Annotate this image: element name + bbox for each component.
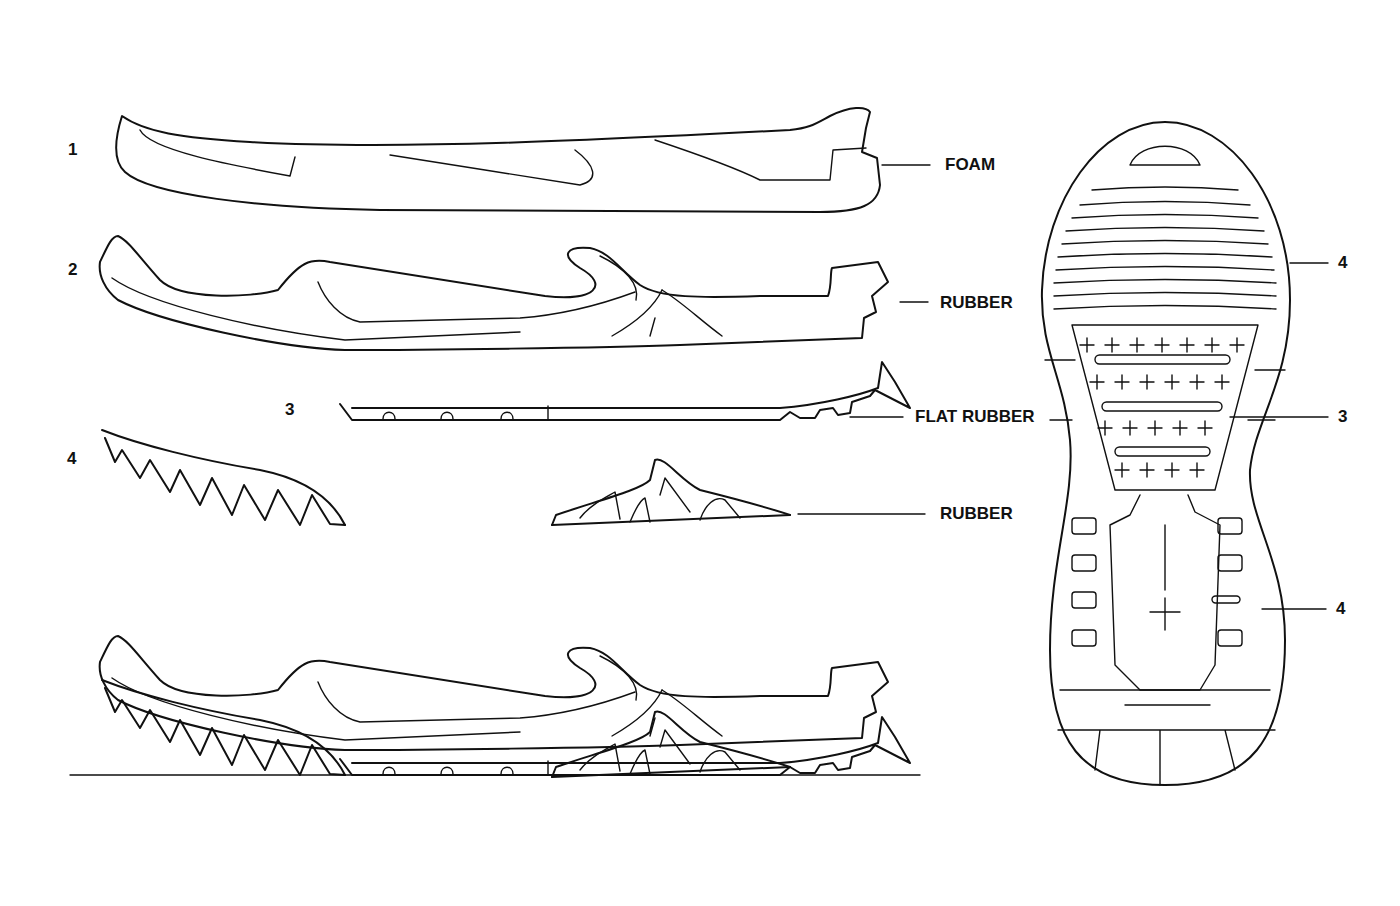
assembled-lugs [102,680,345,775]
callout-number: 1 [68,140,77,160]
callout-number: 4 [67,449,76,469]
lug-piece [102,430,345,525]
part-name: FOAM [945,155,995,175]
callout-number: 3 [285,400,294,420]
foam-layer [116,108,880,212]
assembled-flat-rubber [340,717,910,775]
flat-rubber-layer [340,362,910,420]
leader-lines [798,165,1328,609]
assembled-sole [70,636,920,777]
rubber-layer [100,236,888,350]
rubber-piece [552,460,790,525]
callout-number: 3 [1338,407,1347,427]
assembled-rubber [100,636,888,750]
part-name: RUBBER [940,504,1013,524]
callout-number: 4 [1336,599,1345,619]
sole-bottom-view [1042,122,1290,785]
part-name: RUBBER [940,293,1013,313]
callout-number: 2 [68,260,77,280]
part-name: FLAT RUBBER [915,407,1035,427]
callout-number: 4 [1338,253,1347,273]
assembled-rubber-piece [552,712,790,777]
